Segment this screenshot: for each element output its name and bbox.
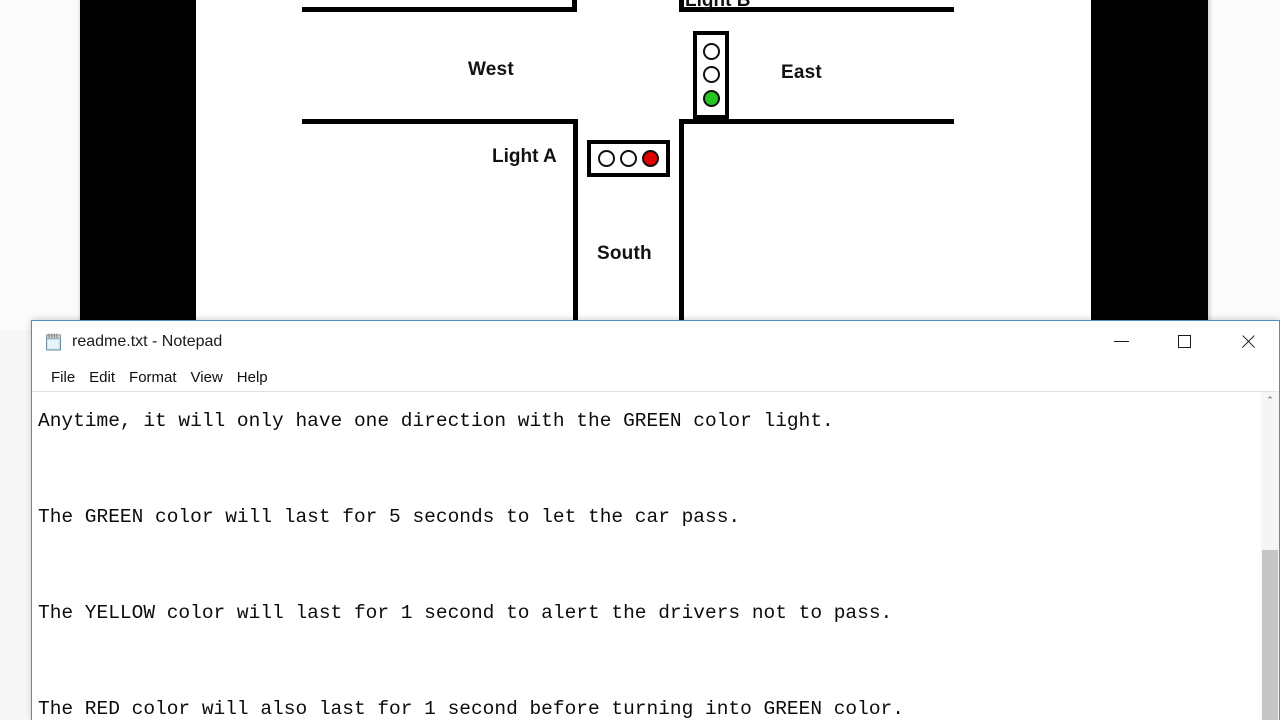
light-b-bulb-yellow [702,66,720,84]
light-a-bulb-red [642,150,660,167]
minimize-button[interactable] [1090,321,1153,362]
road-edge-southeast-vertical [679,119,684,330]
scrollbar-thumb[interactable] [1262,550,1278,720]
road-edge-southwest-horizontal [302,119,578,124]
road-edge-northeast-vertical [679,0,684,12]
label-west: West [468,59,514,80]
notepad-icon [44,332,64,352]
notepad-vertical-scrollbar[interactable]: ⌃ [1260,392,1279,720]
light-b-bulb-red [702,43,720,61]
maximize-button[interactable] [1153,321,1216,362]
traffic-light-a [587,140,670,177]
scroll-up-arrow-icon[interactable]: ⌃ [1266,395,1274,405]
menu-item-format[interactable]: Format [129,368,177,386]
close-button[interactable] [1216,321,1279,362]
document-right-edge [1208,0,1212,330]
road-edge-northwest-horizontal [302,7,576,12]
road-edge-southeast-horizontal [679,119,954,124]
notepad-menubar: File Edit Format View Help [32,363,1279,392]
background-document-window: West East South Light A Light B [0,0,1280,330]
notepad-window: readme.txt - Notepad File Edit Format Vi… [31,320,1280,720]
notepad-text-area[interactable]: Anytime, it will only have one direction… [38,410,904,720]
menu-item-view[interactable]: View [190,368,223,386]
notepad-body: Anytime, it will only have one direction… [32,392,1279,720]
road-edge-southwest-vertical [573,119,578,330]
light-b-bulb-green [702,89,720,107]
notepad-window-title: readme.txt - Notepad [72,332,223,350]
light-a-bulb-white-1 [597,150,615,167]
maximize-icon [1178,335,1191,348]
label-light-b: Light B [685,0,751,11]
document-left-edge [77,0,80,330]
menu-item-help[interactable]: Help [236,368,268,386]
document-left-black-margin [80,0,196,330]
light-a-bulb-white-2 [619,150,637,167]
traffic-intersection-diagram: West East South Light A Light B [196,0,1091,330]
traffic-light-b [693,31,729,119]
window-controls [1090,321,1279,362]
road-edge-northeast-horizontal [679,7,954,12]
notepad-titlebar[interactable]: readme.txt - Notepad [32,321,1279,363]
menu-item-file[interactable]: File [51,368,76,386]
label-east: East [781,62,822,83]
label-light-a: Light A [492,146,557,167]
road-edge-northwest-vertical [572,0,577,12]
document-right-black-margin [1091,0,1208,330]
label-south: South [597,243,652,264]
close-icon [1240,334,1256,350]
menu-item-edit[interactable]: Edit [89,368,116,386]
minimize-icon [1114,341,1129,342]
